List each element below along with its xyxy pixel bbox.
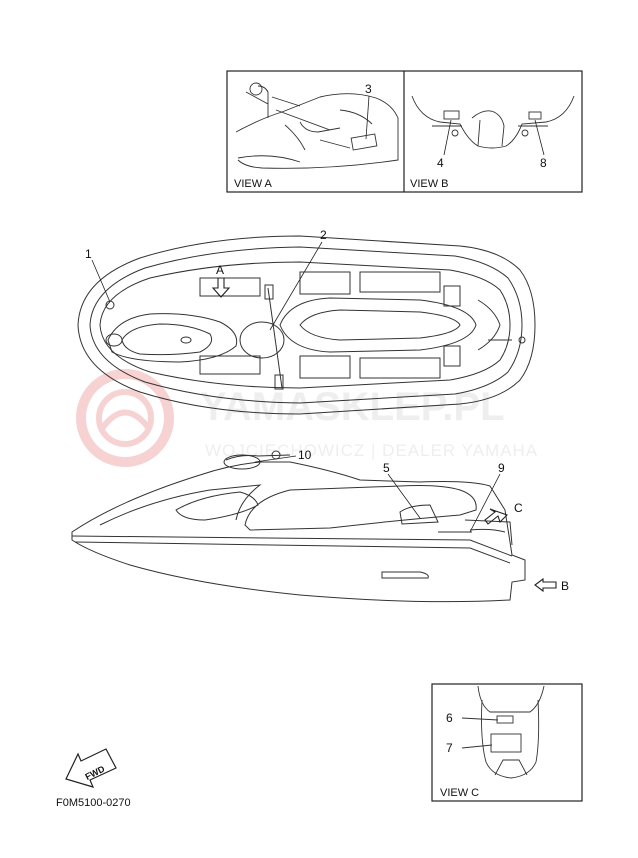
side-view-leaders xyxy=(254,455,501,533)
view-c-marker: C xyxy=(514,501,523,515)
watermark-logo-inner xyxy=(96,389,154,447)
callout-2: 2 xyxy=(320,228,327,242)
callout-8: 8 xyxy=(540,156,547,170)
view-b-arrow xyxy=(534,577,557,593)
top-view-leaders xyxy=(91,241,323,331)
fwd-arrow-icon xyxy=(65,748,117,788)
callout-10: 10 xyxy=(298,448,312,462)
view-b-marker: B xyxy=(561,579,569,593)
view-c-label: VIEW C xyxy=(440,787,479,799)
watermark-logo-outer xyxy=(76,369,174,467)
watermark: YAMASKLEP.PL WOJCIECHOWICZ | DEALER YAMA… xyxy=(76,369,537,467)
top-view-hull xyxy=(77,235,536,415)
view-a-label: VIEW A xyxy=(234,178,273,190)
callout-1: 1 xyxy=(85,247,92,261)
callout-4: 4 xyxy=(437,156,444,170)
view-b-label: VIEW B xyxy=(410,178,449,190)
view-b-sketch xyxy=(411,95,575,149)
fwd-label: FWD xyxy=(84,763,107,781)
callout-5: 5 xyxy=(383,461,390,475)
view-c-frame xyxy=(431,683,583,802)
view-c-arrow xyxy=(484,508,509,525)
view-a-marker: A xyxy=(216,263,224,277)
side-view-hull xyxy=(71,450,526,603)
view-ab-frame xyxy=(226,70,583,193)
view-c-sketch xyxy=(461,685,545,779)
view-ab-leaders xyxy=(365,95,545,156)
callout-3: 3 xyxy=(365,82,372,96)
callout-7: 7 xyxy=(446,741,453,755)
view-a-sketch xyxy=(235,82,399,169)
callout-6: 6 xyxy=(446,711,453,725)
callout-9: 9 xyxy=(498,461,505,475)
view-a-arrow xyxy=(211,277,231,298)
watermark-brand: YAMASKLEP.PL xyxy=(200,385,505,429)
part-code: F0M5100-0270 xyxy=(56,797,131,809)
